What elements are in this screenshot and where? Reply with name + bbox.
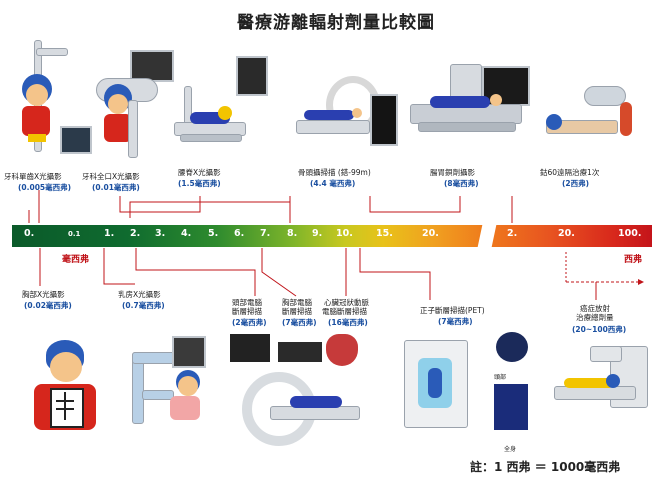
label-lumbar-xray: 腰脊X光攝影 (178, 168, 221, 177)
value-pet: (7毫西弗) (438, 317, 473, 326)
label-dental-panoramic: 牙科全口X光攝影 (82, 172, 140, 181)
page-title: 醫療游離輻射劑量比較圖 (237, 13, 435, 33)
label-chest-xray: 胸部X光攝影 (22, 290, 65, 299)
label-radiotherapy-1: 癌症放射 (580, 304, 610, 313)
tick-sv-100: 100. (618, 228, 642, 239)
tick-6: 6. (234, 228, 245, 239)
value-bone-scan: (4.4 毫西弗) (310, 179, 356, 188)
bone-scan-illustration (296, 76, 398, 156)
value-head-ct: (2毫西弗) (232, 318, 267, 327)
tick-4: 4. (181, 228, 192, 239)
unit-sv: 西弗 (624, 255, 643, 265)
pet-illustration (404, 332, 534, 442)
label-pet: 正子斷層掃描(PET) (420, 306, 485, 315)
tick-7: 7. (260, 228, 271, 239)
tick-20: 20. (422, 228, 439, 239)
lumbar-xray-illustration (170, 56, 270, 156)
cobalt60-illustration (540, 84, 640, 164)
barium-illustration (410, 64, 530, 160)
radiotherapy-illustration (550, 346, 650, 422)
pet-head-label: 頭部 (494, 374, 507, 381)
tick-2: 2. (130, 228, 141, 239)
value-chest-ct: (7毫西弗) (282, 318, 317, 327)
mammography-illustration (124, 336, 214, 432)
tick-3: 3. (155, 228, 166, 239)
tick-10: 10. (336, 228, 353, 239)
tick-sv-2: 2. (507, 228, 518, 239)
label-coronary-ct-2: 電腦斷層掃描 (322, 307, 367, 316)
value-barium: (8毫西弗) (444, 179, 479, 188)
pet-body-label: 全身 (504, 446, 517, 453)
label-dental-single: 牙科單齒X光攝影 (4, 172, 62, 181)
label-coronary-ct-1: 心臟冠狀動脈 (324, 298, 369, 307)
label-radiotherapy-2: 治療總劑量 (576, 313, 614, 322)
tick-5: 5. (208, 228, 219, 239)
label-chest-ct-1: 胸部電腦 (282, 298, 312, 307)
chest-xray-illustration (24, 340, 104, 440)
label-head-ct-2: 斷層掃描 (232, 307, 262, 316)
value-chest-xray: (0.02毫西弗) (24, 301, 72, 310)
value-dental-single: (0.005毫西弗) (18, 183, 72, 192)
tick-sv-20: 20. (558, 228, 575, 239)
ct-illustration (230, 334, 360, 446)
dental-panoramic-illustration (92, 50, 174, 160)
dental-single-illustration (16, 40, 92, 160)
tick-0: 0. (24, 228, 35, 239)
label-cobalt60: 鈷60遠隔治療1次 (540, 168, 600, 177)
value-coronary-ct: (16毫西弗) (328, 318, 368, 327)
footnote: 註：1 西弗 ＝ 1000毫西弗 (470, 460, 621, 474)
label-bone-scan: 骨頭攝掃描 (鎝-99m) (298, 168, 371, 177)
tick-9: 9. (312, 228, 323, 239)
value-cobalt60: (2西弗) (562, 179, 590, 188)
tick-8: 8. (287, 228, 298, 239)
label-chest-ct-2: 斷層掃描 (282, 307, 312, 316)
label-barium: 腸胃鋇劑攝影 (430, 168, 475, 177)
tick-0.1: 0.1 (68, 230, 81, 238)
tick-1: 1. (104, 228, 115, 239)
value-lumbar-xray: (1.5毫西弗) (178, 179, 221, 188)
value-dental-panoramic: (0.01毫西弗) (92, 183, 140, 192)
value-radiotherapy: (20~100西弗) (572, 325, 627, 334)
tick-15: 15. (376, 228, 393, 239)
unit-msv: 毫西弗 (62, 255, 90, 265)
label-mammography: 乳房X光攝影 (118, 290, 161, 299)
label-head-ct-1: 頭部電腦 (232, 298, 262, 307)
value-mammography: (0.7毫西弗) (122, 301, 165, 310)
